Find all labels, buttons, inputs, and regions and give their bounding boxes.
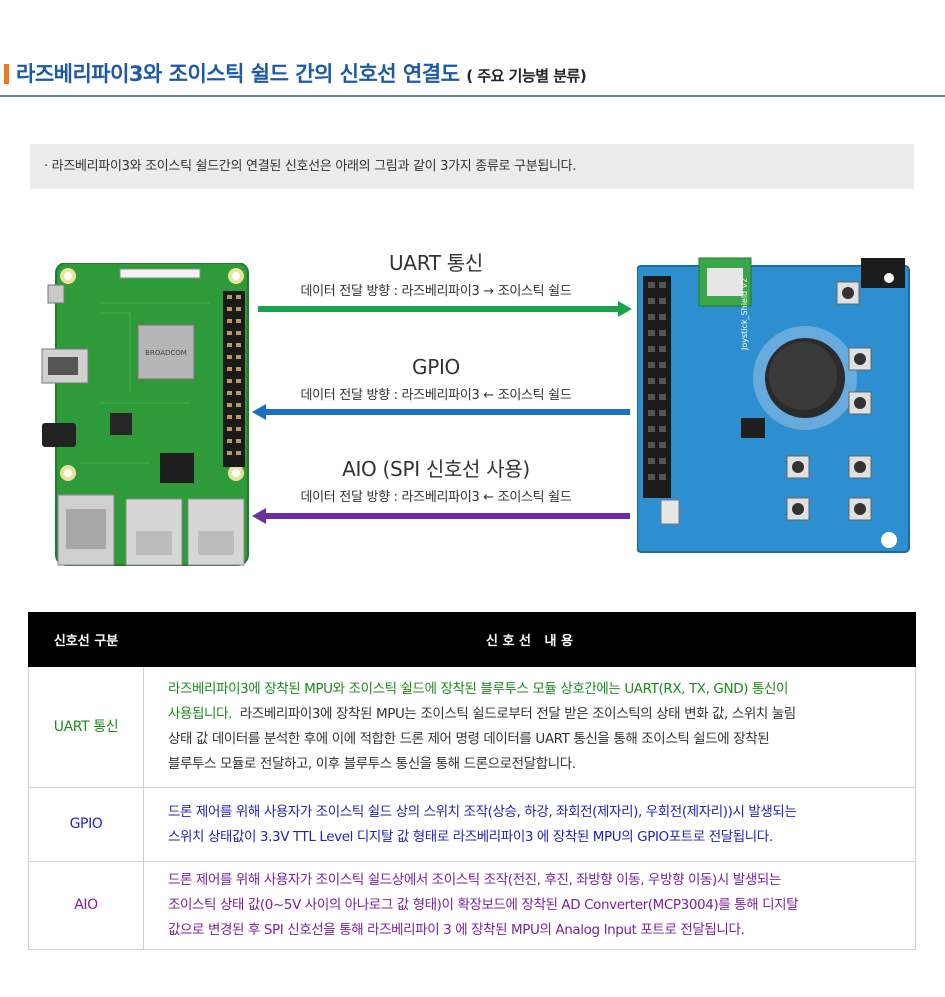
signal-aio-direction: 데이터 전달 방향 : 라즈베리파이3 ← 조이스틱 쉴드 [300,490,572,505]
table-row: AIO 드론 제어를 위해 사용자가 조이스틱 쉴드상에서 조이스틱 조작(전진… [28,861,916,950]
table-row: UART 통신 라즈베리파이3에 장착된 MPU와 조이스틱 쉴드에 장착된 블… [28,666,916,788]
signal-gpio-name: GPIO [412,355,460,379]
uart-line-2: 사용됩니다. [168,706,232,722]
signal-table: 신호선 구분 신 호 선 내 용 UART 통신 라즈베리파이3에 장착된 MP… [28,612,916,950]
gpio-arrow-left [252,404,630,420]
row-type-gpio: GPIO [28,787,144,862]
info-note: · 라즈베리파이3와 조이스틱 쉴드간의 연결된 신호선은 아래의 그림과 같이… [30,144,914,189]
page-title-text: 라즈베리파이3와 조이스틱 쉴드 간의 신호선 연결도 [16,62,460,86]
signal-uart-direction: 데이터 전달 방향 : 라즈베리파이3 → 조이스틱 쉴드 [300,284,572,299]
row-desc-gpio: 드론 제어를 위해 사용자가 조이스틱 쉴드 상의 스위치 조작(상승, 하강,… [143,787,916,862]
row-type-aio: AIO [28,861,144,950]
title-accent-bar [4,64,9,84]
row-type-uart: UART 통신 [28,666,144,788]
uart-line-3: 라즈베리파이3에 장착된 MPU는 조이스틱 쉴드로부터 전달 받은 조이스틱의… [232,706,796,722]
table-header-content: 신 호 선 내 용 [143,612,916,667]
signal-gpio: GPIO 데이터 전달 방향 : 라즈베리파이3 ← 조이스틱 쉴드 [246,355,626,403]
page-subtitle: ( 주요 기능별 분류) [466,67,587,85]
signal-uart-name: UART 통신 [388,251,484,275]
signal-aio-name: AIO (SPI 신호선 사용) [342,457,530,481]
joystick-shield-board-image: Joystick_Shield V2 [637,257,910,553]
aio-line-3: 값으로 변경된 후 SPI 신호선을 통해 라즈베리파이 3 에 장착된 MPU… [168,922,745,938]
raspberry-pi-board-image: BROADCOM [41,263,249,566]
page-title: 라즈베리파이3와 조이스틱 쉴드 간의 신호선 연결도 ( 주요 기능별 분류) [16,58,587,88]
aio-arrow-left [252,508,630,524]
aio-line-1: 드론 제어를 위해 사용자가 조이스틱 쉴드상에서 조이스틱 조작(전진, 후진… [168,872,781,888]
uart-line-4: 상태 값 데이터를 분석한 후에 이에 적합한 드론 제어 명령 데이터를 UA… [168,731,770,747]
uart-line-1: 라즈베리파이3에 장착된 MPU와 조이스틱 쉴드에 장착된 블루투스 모듈 상… [168,681,789,697]
aio-line-2: 조이스틱 상태 값(0~5V 사이의 아나로그 값 형태)이 확장보드에 장착된… [168,897,799,913]
row-desc-aio: 드론 제어를 위해 사용자가 조이스틱 쉴드상에서 조이스틱 조작(전진, 후진… [143,861,916,950]
table-row: GPIO 드론 제어를 위해 사용자가 조이스틱 쉴드 상의 스위치 조작(상승… [28,787,916,862]
signal-uart: UART 통신 데이터 전달 방향 : 라즈베리파이3 → 조이스틱 쉴드 [246,251,626,299]
signal-gpio-direction: 데이터 전달 방향 : 라즈베리파이3 ← 조이스틱 쉴드 [300,388,572,403]
gpio-line-1: 드론 제어를 위해 사용자가 조이스틱 쉴드 상의 스위치 조작(상승, 하강,… [168,803,797,820]
table-header-type: 신호선 구분 [28,612,144,667]
soc-chip-label: BROADCOM [145,349,187,357]
gpio-line-2: 스위치 상태값이 3.3V TTL Level 디지탈 값 형태로 라즈베리파이… [168,828,773,845]
uart-line-5: 블루투스 모듈로 전달하고, 이후 블루투스 통신을 통해 드론으로전달합니다. [168,756,576,772]
title-section: 라즈베리파이3와 조이스틱 쉴드 간의 신호선 연결도 ( 주요 기능별 분류) [0,0,945,97]
shield-board-label: Joystick_Shield V2 [740,278,749,351]
table-header-row: 신호선 구분 신 호 선 내 용 [28,612,916,667]
signal-aio: AIO (SPI 신호선 사용) 데이터 전달 방향 : 라즈베리파이3 ← 조… [246,457,626,505]
uart-arrow-right [258,301,632,317]
row-desc-uart: 라즈베리파이3에 장착된 MPU와 조이스틱 쉴드에 장착된 블루투스 모듈 상… [143,666,916,788]
